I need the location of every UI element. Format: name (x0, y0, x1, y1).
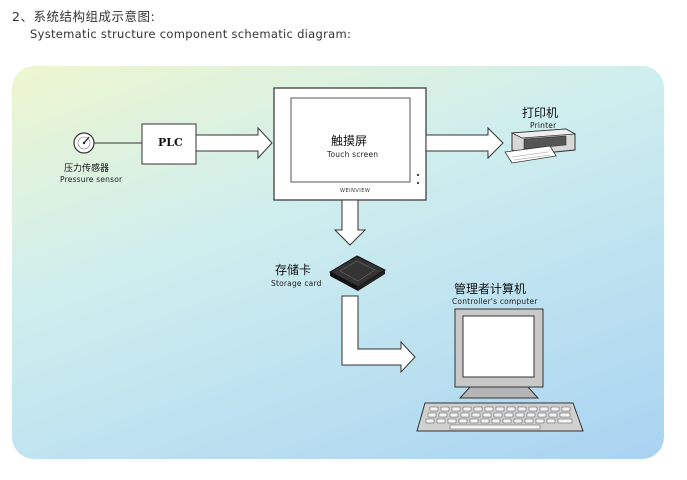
pressure-sensor-label-en: Pressure sensor (60, 175, 123, 184)
desktop-computer-icon (416, 308, 584, 432)
computer-label-cn: 管理者计算机 (454, 282, 527, 296)
arrow-screen-to-printer (425, 126, 504, 160)
pressure-sensor-label-cn: 压力传感器 (64, 164, 110, 174)
storage-card-icon (328, 255, 387, 291)
printer-icon (504, 128, 577, 164)
plc-box (141, 123, 197, 165)
arrow-plc-to-screen (195, 126, 273, 160)
touch-screen-device (273, 87, 427, 201)
indicator-light (416, 173, 420, 177)
storage-card-label-cn: 存储卡 (275, 263, 312, 277)
arrow-screen-to-card (333, 199, 367, 246)
diagram-subheading: Systematic structure component schematic… (30, 27, 352, 41)
storage-card-label-en: Storage card (271, 279, 322, 288)
diagram-heading: 2、系统结构组成示意图: (12, 9, 156, 24)
printer-label-cn: 打印机 (522, 106, 559, 120)
touch-screen-brand: WEINVIEW (340, 188, 371, 194)
printer-label-en: Printer (530, 121, 557, 130)
arrow-card-to-computer (341, 295, 416, 374)
plc-label: PLC (158, 136, 183, 149)
computer-label-en: Controller's computer (452, 297, 538, 306)
touch-screen-label-en: Touch screen (327, 150, 379, 159)
gauge-icon (73, 132, 95, 154)
touch-screen-label-cn: 触摸屏 (331, 134, 368, 148)
indicator-light (416, 181, 420, 185)
